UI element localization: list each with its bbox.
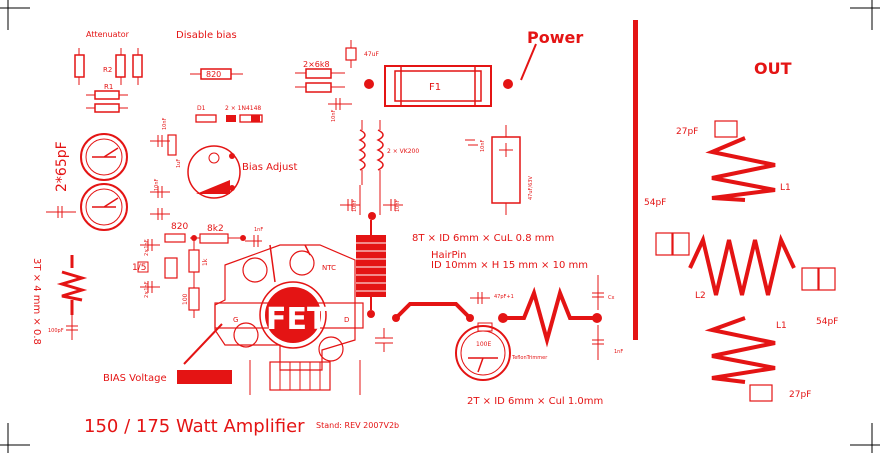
- label-two-65pf: 2*65pF: [54, 141, 70, 192]
- capacitors-cx-1nf: [592, 275, 604, 360]
- inductor-8t: [356, 220, 393, 352]
- label-cx: Cx: [608, 295, 614, 301]
- label-c2x1nf-a: 2×1nF: [144, 239, 150, 256]
- label-r1-5: 1/5: [132, 263, 146, 273]
- bias-adjust-potentiometer: [150, 134, 241, 220]
- label-out: OUT: [754, 59, 792, 78]
- label-c10nf-d: 10nF: [154, 178, 160, 191]
- label-c10nf-e: 10nF: [352, 199, 358, 212]
- label-l1-top: L1: [780, 183, 791, 193]
- bias-voltage-pointer: [183, 323, 223, 365]
- coil-l1-bottom: [704, 316, 776, 384]
- label-r1k: 1k: [202, 258, 209, 266]
- label-l2: L2: [695, 291, 706, 301]
- coil-l1-top: [705, 136, 776, 202]
- output-capacitor-pads: [655, 120, 836, 402]
- label-r820-mid: 820: [171, 222, 188, 232]
- label-c2x1nf-b: 2×1nF: [144, 281, 150, 298]
- label-c10nf-f: 10nF: [395, 199, 401, 212]
- label-drain: D: [344, 316, 349, 324]
- label-c27pf-top: 27pF: [676, 127, 698, 137]
- label-two-t: 2T × ID 6mm × Cul 1.0mm: [467, 396, 603, 407]
- label-gate: G: [233, 316, 238, 324]
- label-c47pf: 47pF+1: [494, 294, 514, 300]
- bias-voltage-pad: [177, 370, 232, 384]
- fet-transistor: [214, 244, 364, 395]
- label-c27pf-bottom: 27pF: [789, 390, 811, 400]
- fuse-f1: [364, 43, 537, 107]
- bias-network-resistors: [137, 233, 262, 318]
- label-inductor-8t: 8T × ID 6mm × CuL 0.8 mm: [412, 233, 554, 244]
- label-r8k2: 8k2: [207, 224, 224, 234]
- label-ntc: NTC: [322, 264, 336, 272]
- diodes-1n4148: [195, 114, 263, 123]
- label-fet: FET: [266, 302, 328, 337]
- label-c54pf-left: 54pF: [644, 198, 666, 208]
- label-hairpin: HairPin: [431, 250, 466, 261]
- label-power: Power: [527, 28, 583, 47]
- label-c47uf-top: 47uF: [364, 51, 379, 58]
- label-r100e: 100E: [476, 341, 491, 348]
- label-c1nf-a: 1nF: [254, 227, 263, 233]
- capacitor-47uf-63v: [465, 125, 521, 215]
- label-three-t: 3T × 4 mm × 0.8: [31, 258, 42, 345]
- label-fuse-f1: F1: [429, 82, 441, 93]
- label-c10nf-b: 10nF: [480, 139, 486, 152]
- decoupling-capacitors: [340, 185, 403, 220]
- capacitor-47pf: [470, 292, 490, 304]
- label-bias-adjust: Bias Adjust: [242, 162, 297, 173]
- output-rail: [633, 20, 638, 340]
- label-c10nf-c: 10nF: [162, 117, 168, 130]
- input-coil-3t: [56, 255, 88, 340]
- label-r2: R2: [103, 66, 112, 74]
- teflon-trimmer: [455, 322, 511, 381]
- hairpin-zigzag: [498, 286, 602, 348]
- label-disable-bias: Disable bias: [176, 30, 237, 41]
- trimmer-capacitors-65pf: [46, 133, 128, 231]
- label-c10nf-a: 10nF: [331, 109, 337, 122]
- label-c47uf-63v: 47uF/63V: [528, 176, 534, 200]
- label-teflon-trimmer: TeflonTrimmer: [511, 355, 548, 361]
- label-bias-voltage: BIAS Voltage: [103, 373, 167, 384]
- coil-l2: [688, 233, 796, 296]
- resistors-6k8: [295, 68, 352, 110]
- capacitor-47uf-top: [345, 40, 357, 68]
- label-c54pf-right: 54pF: [816, 317, 838, 327]
- chokes-vk200: [358, 120, 384, 185]
- board-title: 150 / 175 Watt Amplifier: [84, 416, 305, 437]
- label-two-vk200: 2 × VK200: [387, 148, 419, 155]
- label-l1-bottom: L1: [776, 321, 787, 331]
- label-c100pf: 100pF: [48, 328, 64, 334]
- label-c1uf: 1uF: [176, 159, 182, 168]
- output-strap-trace: [392, 302, 474, 322]
- label-two-6k8: 2×6k8: [303, 60, 330, 69]
- label-two-1n4148: 2 × 1N4148: [225, 105, 261, 112]
- attenuator-resistors: [74, 48, 143, 113]
- label-r100: 100: [182, 293, 189, 305]
- label-attenuator: Attenuator: [86, 30, 130, 39]
- label-d1: D1: [197, 105, 206, 112]
- label-r820-top: 820: [206, 70, 221, 79]
- board-revision: Stand: REV 2007V2b: [316, 421, 399, 430]
- label-r1: R1: [104, 83, 113, 91]
- label-hairpin-dims: ID 10mm × H 15 mm × 10 mm: [431, 260, 588, 271]
- label-c1nf-b: 1nF: [614, 349, 623, 355]
- disable-bias-resistor: [190, 68, 243, 80]
